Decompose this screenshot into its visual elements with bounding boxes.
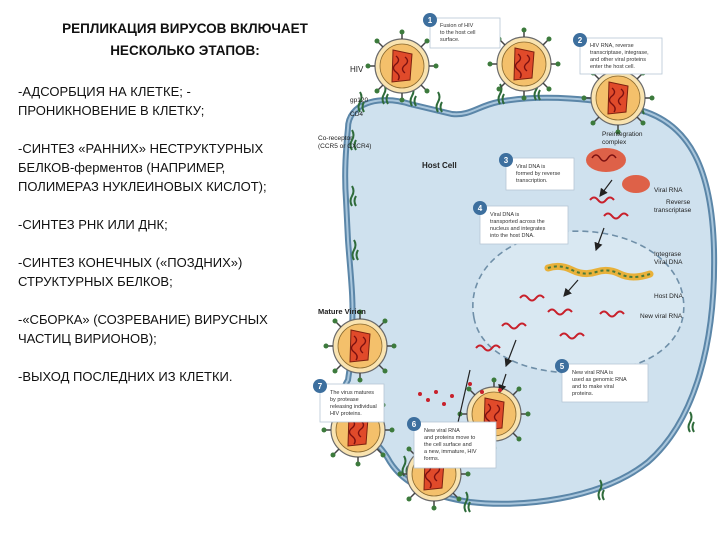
- virion-approaching: [366, 30, 439, 103]
- callout-6-number: 6: [412, 420, 417, 429]
- label-hiv: HIV: [350, 65, 364, 74]
- callout-4-line-2: transported across the: [490, 219, 545, 225]
- callout-5-line-4: proteins.: [572, 391, 594, 397]
- callout-2: 2 HIV RNA, reverse transcriptase, integr…: [573, 33, 662, 74]
- label-host-cell: Host Cell: [422, 161, 457, 170]
- callout-1: 1 Fusion of HIV to the host cell surface…: [423, 13, 500, 48]
- callout-6-line-1: New viral RNA: [424, 428, 460, 434]
- callout-2-number: 2: [578, 36, 583, 45]
- callout-6-line-2: and proteins move to: [424, 435, 475, 441]
- callout-4-number: 4: [478, 204, 483, 213]
- label-mature-virion: Mature Virion: [318, 307, 366, 316]
- callout-7-line-2: by protease: [330, 397, 359, 403]
- callout-5-number: 5: [560, 362, 565, 371]
- callout-6-line-3: the cell surface and: [424, 442, 472, 448]
- callout-2-line-2: transcriptase, integrase,: [590, 50, 649, 56]
- label-reverse-1: Reverse: [666, 199, 691, 206]
- callout-2-line-4: enter the host cell.: [590, 64, 635, 70]
- callout-3-line-3: transcription.: [516, 178, 548, 184]
- callout-3: 3 Viral DNA is formed by reverse transcr…: [499, 153, 574, 190]
- callout-3-line-2: formed by reverse: [516, 171, 560, 177]
- callout-3-number: 3: [504, 156, 509, 165]
- callout-5-line-2: used as genomic RNA: [572, 377, 627, 383]
- label-gp120: gp120: [350, 97, 368, 104]
- callout-1-line-2: to the host cell: [440, 30, 475, 36]
- label-coreceptor: Co-receptor: [318, 135, 353, 142]
- callout-4: 4 Viral DNA is transported across the nu…: [473, 201, 568, 244]
- label-preintegration-2: complex: [602, 139, 627, 146]
- callout-7-line-1: The virus matures: [330, 390, 374, 396]
- callout-7-line-3: releasing individual: [330, 404, 377, 410]
- callout-4-line-4: into the host DNA.: [490, 233, 535, 239]
- callout-6-line-5: forms.: [424, 456, 440, 462]
- label-new-viral-rna: New viral RNA: [640, 313, 683, 320]
- callout-4-line-1: Viral DNA is: [490, 212, 519, 218]
- callout-7-number: 7: [318, 382, 323, 391]
- nucleus: [473, 231, 684, 373]
- callout-7: 7 The virus matures by protease releasin…: [313, 379, 384, 422]
- callout-6: 6 New viral RNA and proteins move to the…: [407, 417, 496, 468]
- label-host-dna: Host DNA: [654, 293, 684, 300]
- virion-mature: [324, 310, 397, 383]
- label-reverse-2: transcriptase: [654, 207, 692, 214]
- callout-2-line-1: HIV RNA, reverse: [590, 43, 634, 49]
- callout-1-line-1: Fusion of HIV: [440, 23, 474, 29]
- label-integrase: Integrase: [654, 251, 681, 258]
- callout-6-line-4: a new, immature, HIV: [424, 449, 477, 455]
- label-viral-dna: Viral DNA: [654, 259, 683, 266]
- callout-5-line-3: and to make viral: [572, 384, 614, 390]
- callout-3-line-1: Viral DNA is: [516, 164, 545, 170]
- callout-1-line-3: surface.: [440, 37, 460, 43]
- callout-1-number: 1: [428, 16, 433, 25]
- label-preintegration-1: Preintegration: [602, 131, 643, 138]
- label-cd4: CD4: [350, 111, 363, 118]
- label-coreceptor-detail: (CCR5 or CXCR4): [318, 143, 371, 150]
- callout-7-line-4: HIV proteins.: [330, 411, 362, 417]
- label-viral-rna: Viral RNA: [654, 187, 683, 194]
- callout-2-line-3: and other viral proteins: [590, 57, 646, 63]
- callout-5-line-1: New viral RNA is: [572, 370, 613, 376]
- callout-5: 5 New viral RNA is used as genomic RNA a…: [555, 359, 648, 402]
- callout-4-line-3: nucleus and integrates: [490, 226, 546, 232]
